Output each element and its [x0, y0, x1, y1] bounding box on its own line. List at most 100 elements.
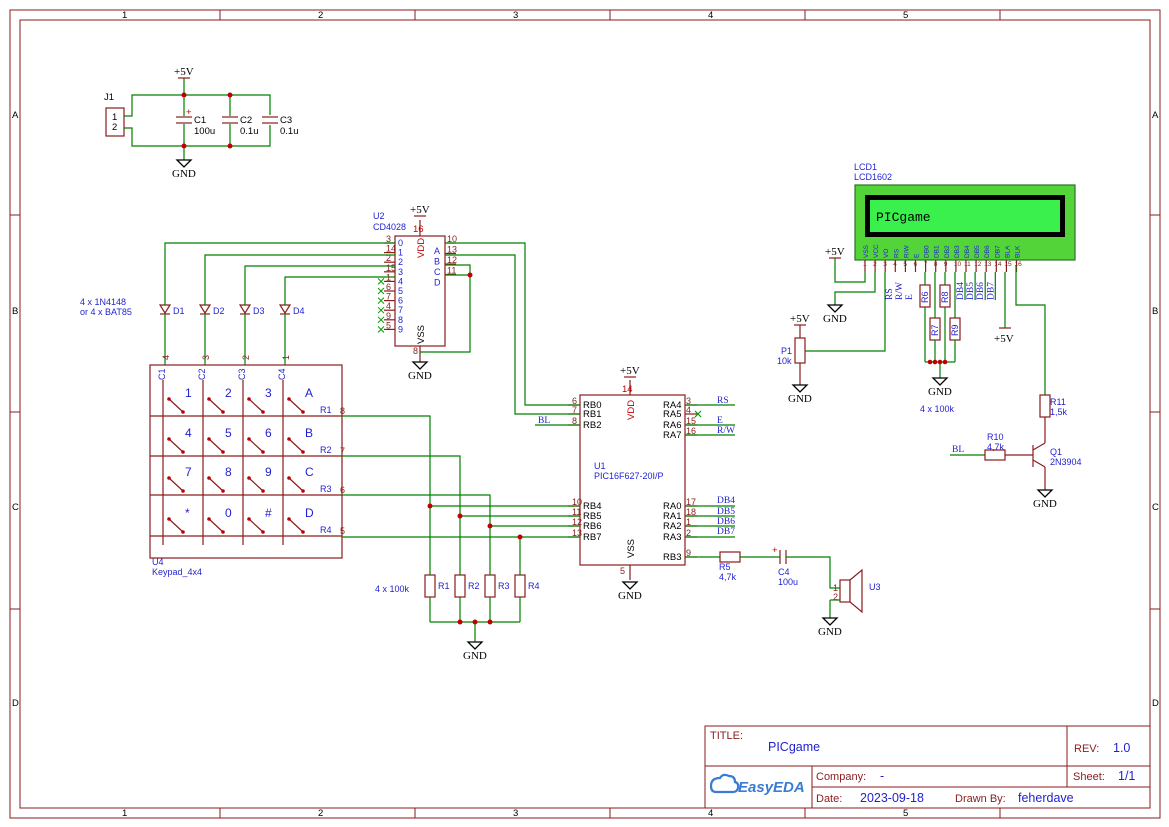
lcd-pin-label: R/W [903, 245, 910, 259]
svg-text:100u: 100u [778, 577, 798, 587]
u2-left-pin-number: 6 [386, 282, 391, 292]
svg-text:2: 2 [833, 592, 838, 602]
svg-text:Q1: Q1 [1050, 447, 1062, 457]
lcd-pin-number: 1 [863, 261, 867, 268]
lcd-pin-label: E [914, 253, 921, 258]
gnd-label: GND [788, 393, 812, 405]
lcd-pin-number: 3 [883, 261, 887, 268]
gnd-label: GND [823, 313, 847, 325]
keypad-key-label: * [185, 506, 190, 520]
keypad-key-label: 2 [225, 386, 232, 400]
diode-ref: D3 [253, 306, 265, 316]
u1-left-pin-number: 7 [572, 405, 577, 415]
lcd-pin-number: 10 [954, 261, 962, 268]
lcd-pin-label: DB5 [974, 245, 981, 258]
svg-text:E: E [717, 416, 723, 426]
gnd-label: GND [1033, 498, 1057, 510]
u1-right-pin-number: 9 [686, 548, 691, 558]
pulldown-ref: R4 [528, 581, 540, 591]
title-label: TITLE: [710, 730, 743, 742]
lcd-pin-label: DB2 [944, 245, 951, 258]
keypad-row-label: R2 [320, 445, 332, 455]
keypad-ref: U4 [152, 557, 164, 567]
keypad-key-label: 9 [265, 465, 272, 479]
u2-left-pin-label: 7 [398, 305, 403, 315]
lcd-db-label: DB4 [956, 282, 966, 300]
keypad-key-label: # [265, 506, 272, 520]
u1-right-pin-number: 4 [686, 405, 691, 415]
keypad-row-pin: 6 [340, 485, 345, 495]
u1-left-pin-label: RB6 [583, 521, 601, 532]
lcd-pin-number: 5 [903, 261, 907, 268]
lcd-pin-number: 16 [1015, 261, 1023, 268]
keypad-u4 [149, 364, 343, 559]
u2-left-pin-number: 3 [386, 234, 391, 244]
svg-text:Company:: Company: [816, 771, 866, 783]
lcd-pin-label: DB6 [984, 245, 991, 258]
u2-left-pin-label: 5 [398, 286, 403, 296]
vcc-label: +5V [174, 66, 194, 78]
keypad-key-label: 4 [185, 426, 192, 440]
resistor-r5 [719, 551, 741, 563]
diode-symbol [278, 304, 292, 315]
c2-ref: C2 [240, 115, 252, 126]
c2-value: 0.1u [240, 126, 259, 137]
svg-text:VDD: VDD [416, 238, 427, 258]
u1-right-pin-label: RA4 [663, 400, 681, 411]
svg-text:4,7k: 4,7k [987, 442, 1005, 452]
frame-col-label-top: 5 [903, 10, 908, 21]
diode-note-2: or 4 x BAT85 [80, 307, 132, 317]
potentiometer-p1 [794, 337, 806, 364]
frame-col-label-top: 2 [318, 10, 323, 21]
frame-row-label-left: A [12, 110, 19, 121]
u1-right-pin-label: RA2 [663, 521, 681, 532]
u1-right-pin-label: RA1 [663, 511, 681, 522]
u2-left-pin-label: 9 [398, 324, 403, 334]
lcd-pin-label: DB7 [994, 245, 1001, 258]
lcd-pull-note: 4 x 100k [920, 404, 955, 414]
diode-symbol [198, 304, 212, 315]
lcd-pin-number: 8 [934, 261, 938, 268]
u2-right-pin-label: C [434, 267, 441, 277]
lcd-value: LCD1602 [854, 172, 892, 182]
pulldown-resistor [514, 574, 526, 598]
lcd-pin-label: BLK [1015, 245, 1022, 258]
keypad-row-label: R3 [320, 484, 332, 494]
rev-value: 1.0 [1113, 741, 1130, 755]
lcd-pin-label: DB1 [934, 245, 941, 258]
u2-right-pin-number: 11 [447, 266, 456, 276]
lcd-pin-label: VCC [873, 244, 880, 258]
svg-text:VDD: VDD [626, 400, 637, 420]
u1-right-pin-label: RB3 [663, 552, 681, 563]
frame-row-label-left: B [12, 306, 18, 317]
vcc-label: +5V [410, 204, 430, 216]
u2-right-pin-label: B [434, 257, 440, 267]
u1-value: PIC16F627-20I/P [594, 471, 664, 481]
keypad-key-label: C [305, 465, 314, 479]
keypad-col-label: C2 [197, 368, 207, 380]
u2-left-pin-number: 7 [386, 292, 391, 302]
u2-left-pin-number: 2 [386, 253, 391, 263]
keypad-key-label: 0 [225, 506, 232, 520]
diode-ref: D4 [293, 306, 305, 316]
keypad-key-label: 7 [185, 465, 192, 479]
svg-text:VSS: VSS [626, 539, 637, 558]
keypad-key-label: A [305, 386, 313, 400]
gnd-label: GND [463, 650, 487, 662]
u1-left-pin-label: RB7 [583, 532, 601, 543]
u1-right-pin-number: 2 [686, 528, 691, 538]
keypad-row-label: R4 [320, 525, 332, 535]
svg-text:16: 16 [413, 224, 424, 235]
svg-text:R11: R11 [1050, 397, 1066, 407]
frame-col-label-top: 4 [708, 10, 713, 21]
diode-symbol [238, 304, 252, 315]
diode-note-1: 4 x 1N4148 [80, 297, 126, 307]
lcd-pin-label: RS [893, 248, 900, 258]
lcd-pin-number: 15 [1004, 261, 1012, 268]
u2-right-pin-label: D [434, 278, 441, 288]
lcd-db-label: DB7 [986, 282, 996, 300]
gnd-label: GND [818, 626, 842, 638]
lcd-db-label: DB6 [976, 282, 986, 300]
